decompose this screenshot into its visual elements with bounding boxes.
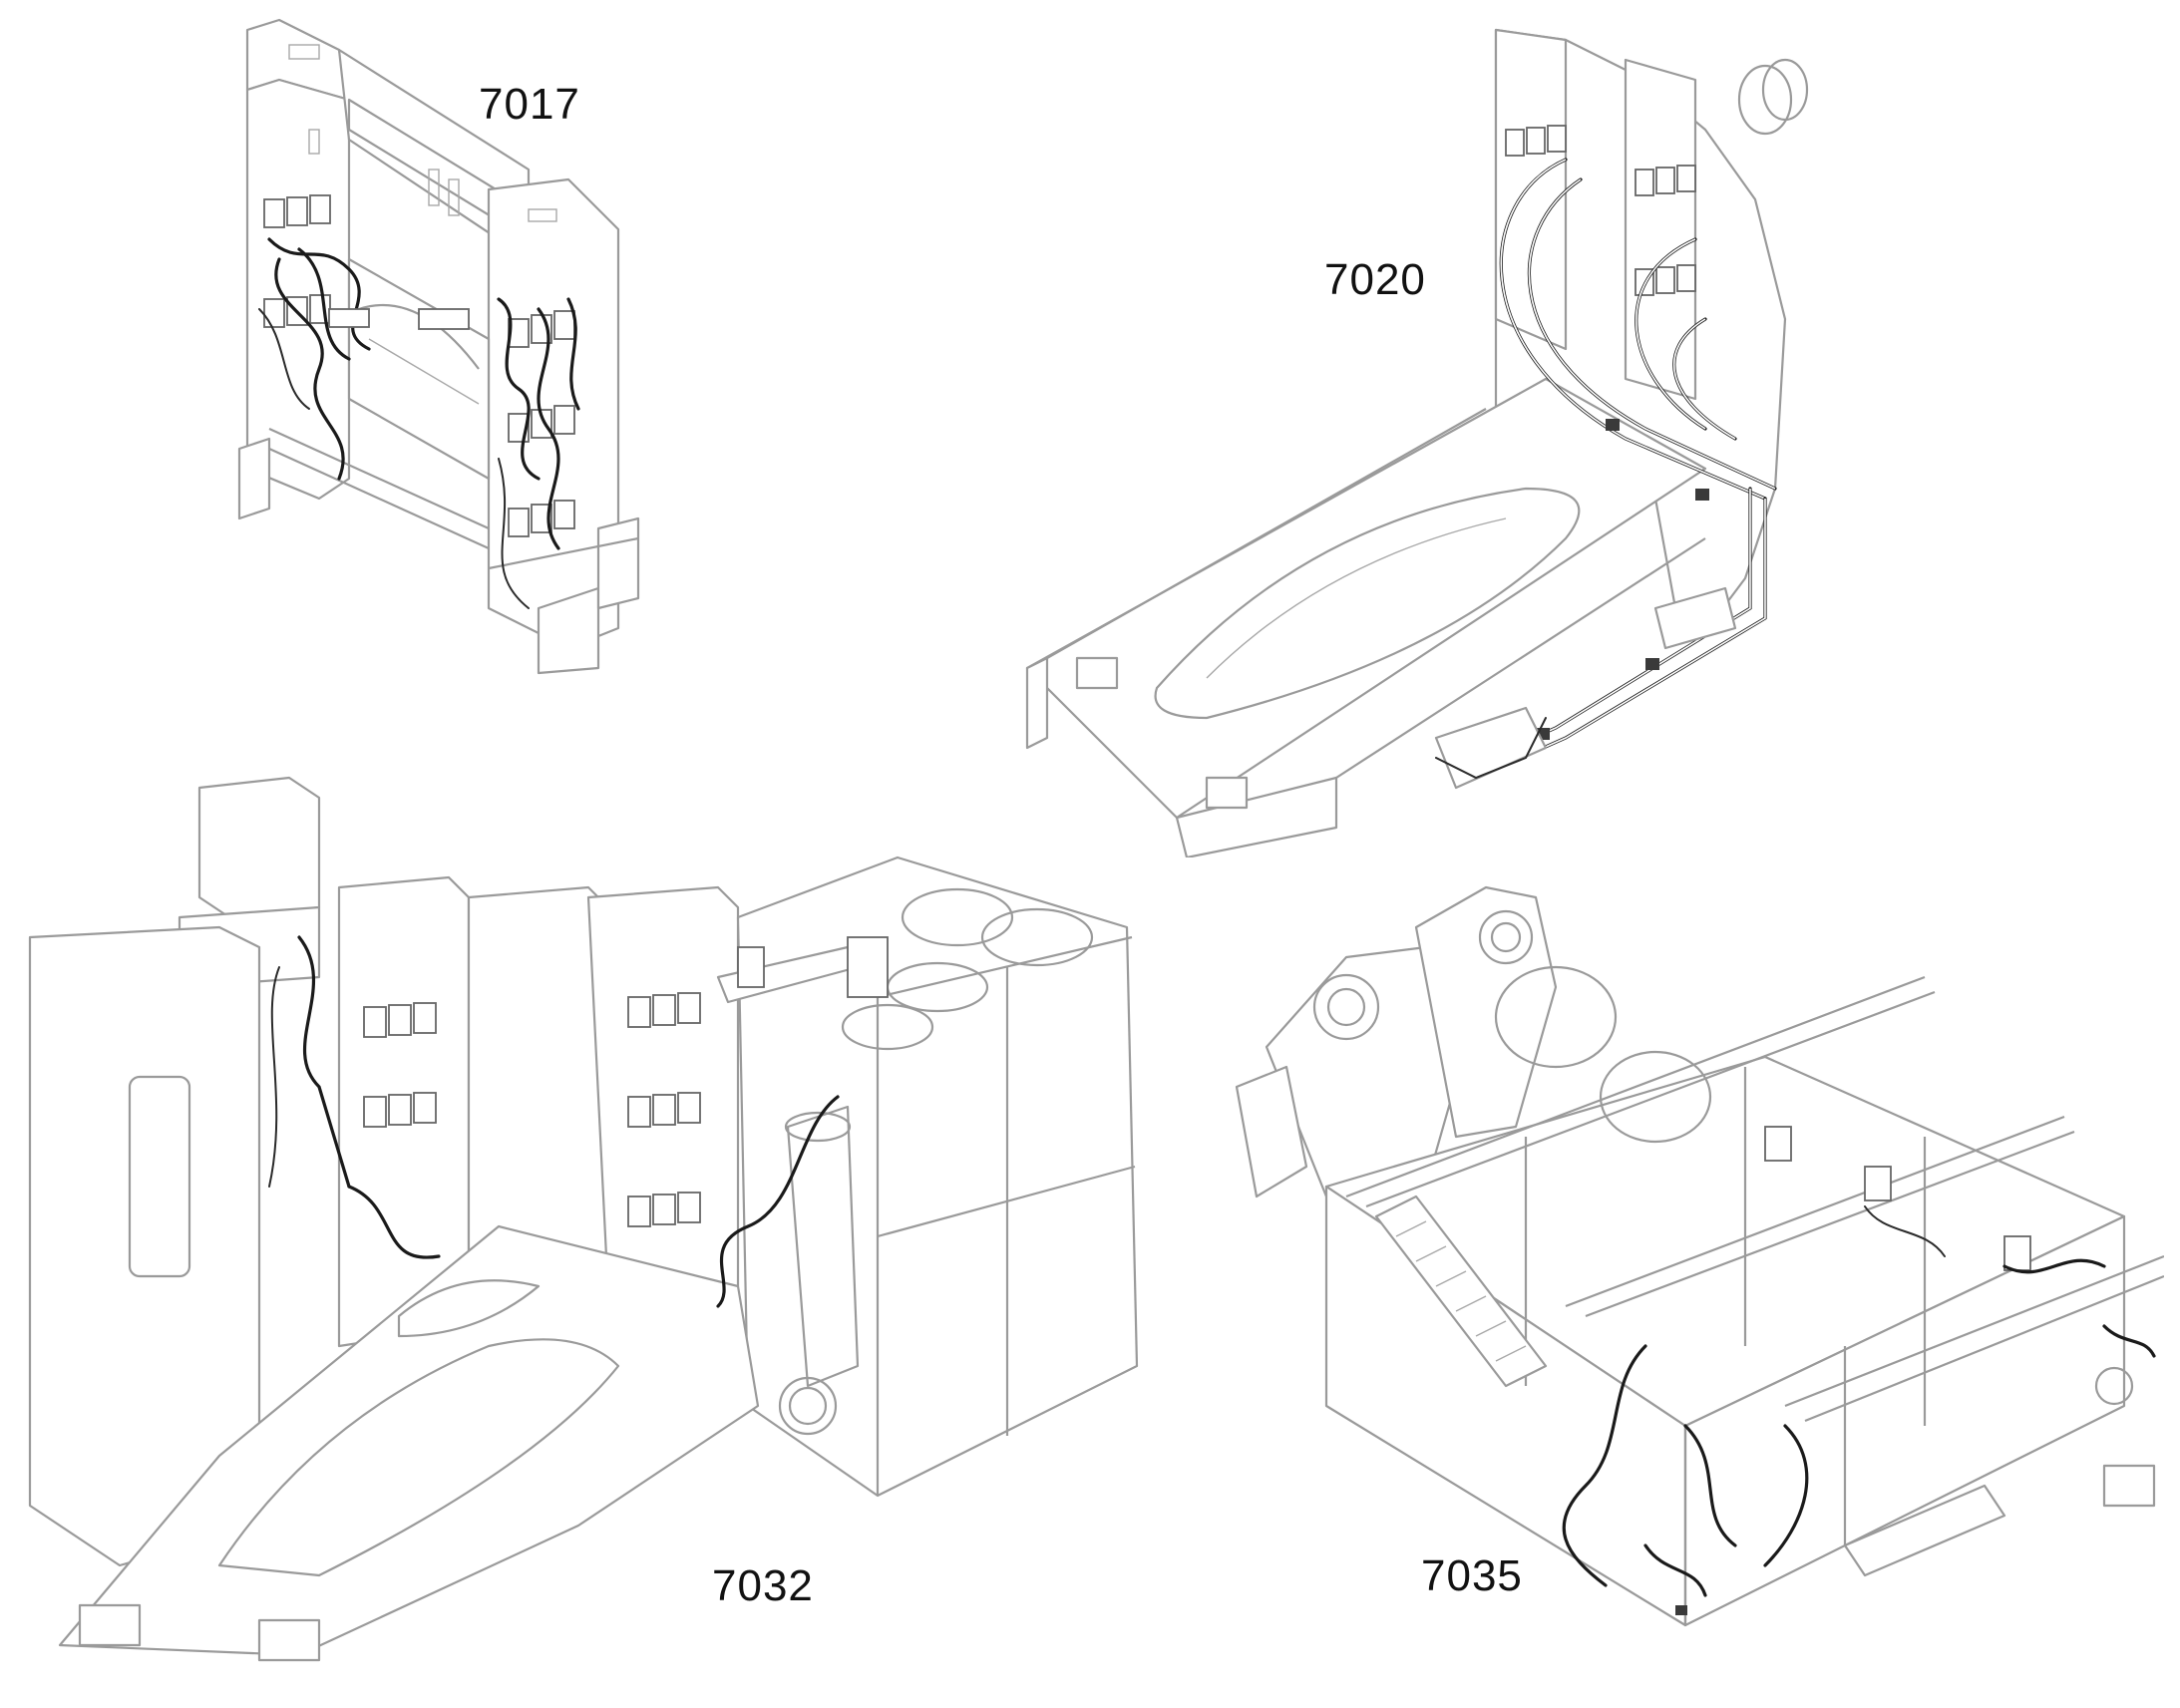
drawing-7017 [199, 10, 678, 678]
drawing-7035-illustration [1235, 885, 2164, 1627]
drawing-7020-illustration [1025, 28, 1809, 857]
drawing-label-7020: 7020 [1324, 255, 1426, 304]
drawing-7032 [20, 768, 1157, 1665]
drawing-label-7035: 7035 [1421, 1551, 1523, 1600]
drawing-label-7017: 7017 [479, 80, 580, 129]
drawing-7017-illustration [237, 18, 640, 675]
drawing-7032-illustration [28, 776, 1139, 1662]
drawing-label-7032: 7032 [712, 1561, 814, 1610]
drawing-7035 [1227, 867, 2164, 1635]
drawing-7020 [1007, 20, 1885, 857]
